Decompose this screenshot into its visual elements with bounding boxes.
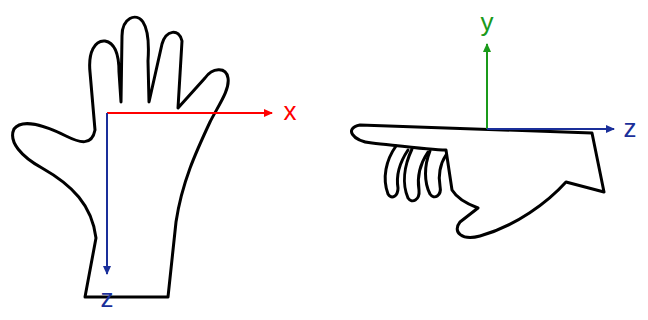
finger-curl [426,151,447,197]
axis-label: x [284,98,297,124]
z-axis [106,113,108,274]
x-axis [107,112,272,114]
z-axis [487,128,614,130]
axis-label: z [101,285,114,311]
hand-outline [351,125,604,237]
y-axis [486,44,488,129]
axis-label: y [481,9,494,35]
axis-label: z [624,115,637,141]
hand-outline [13,17,229,297]
